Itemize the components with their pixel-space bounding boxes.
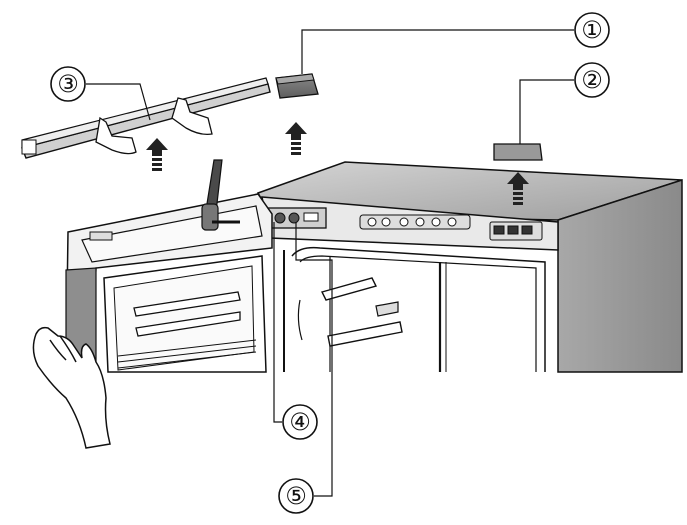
callout-3-label: ③ [57,70,79,98]
refrigerator-door [65,193,273,373]
refrigerator-cabinet [256,161,683,373]
hinge-cap [275,73,319,99]
screwdriver [201,159,240,231]
hand-illustration [32,326,111,449]
callout-2-label: ② [581,66,603,94]
cabinet-right-side [557,178,683,373]
top-cover-piece [493,143,543,161]
callout-5-label: ⑤ [285,482,307,510]
leader-lines [86,29,574,497]
hand-right [171,97,213,136]
lift-arrows [146,122,529,205]
control-panel [359,214,543,241]
cabinet-interior [283,246,546,372]
up-arrow-strip [146,138,168,171]
callout-5: ⑤ [278,478,314,514]
callout-2: ② [574,62,610,98]
callout-3: ③ [50,66,86,102]
callout-1: ① [574,12,610,48]
up-arrow-cap [285,122,307,155]
top-cover-strip [21,77,271,159]
hinge-screw-left [274,212,286,224]
callout-4: ④ [282,404,318,440]
callout-4-label: ④ [289,408,311,436]
hinge-screw-right [288,212,300,224]
hand-left [95,116,137,155]
callout-1-label: ① [581,16,603,44]
hinge-bracket [267,207,327,229]
up-arrow-cover [507,172,529,205]
